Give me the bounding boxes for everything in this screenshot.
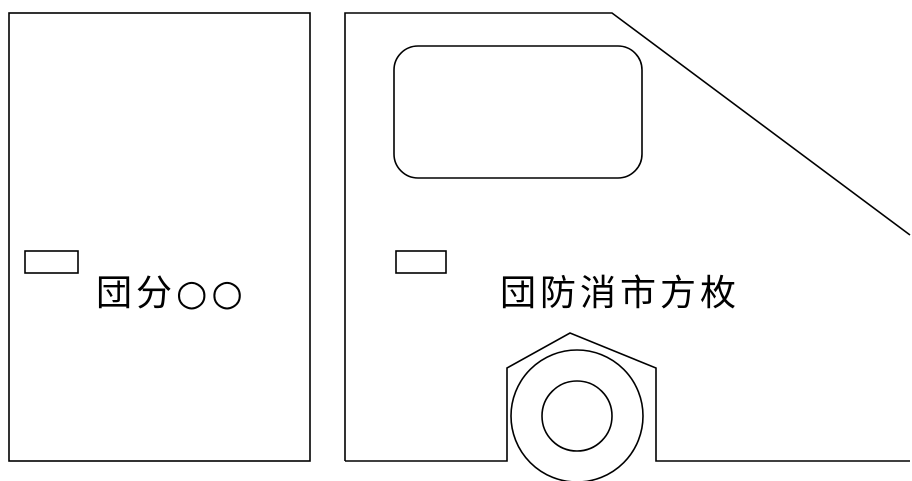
right-panel-small-plate	[395, 250, 447, 274]
right-panel: 団防消市方枚	[344, 12, 911, 481]
left-panel-text: 団分○○	[96, 273, 247, 314]
right-panel-body-outline	[344, 12, 911, 461]
left-panel: 団分○○	[8, 12, 311, 462]
right-panel-bottom-and-wheel-arch	[345, 332, 910, 462]
left-panel-small-plate	[24, 250, 79, 274]
wheel-hub	[541, 380, 613, 452]
wheel-tire	[510, 349, 644, 481]
left-panel-outline	[8, 12, 311, 462]
side-window	[393, 45, 643, 179]
right-panel-text: 団防消市方枚	[500, 273, 740, 314]
